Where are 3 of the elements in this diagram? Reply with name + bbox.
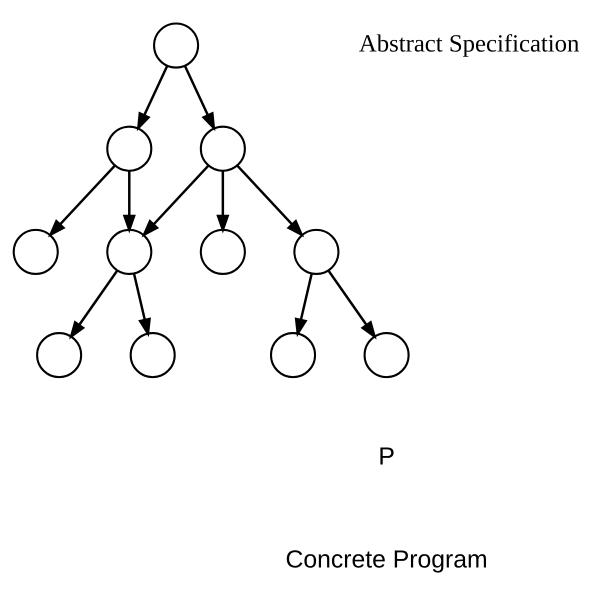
label: Concrete Program <box>285 546 488 574</box>
label: Abstract Specification <box>358 30 580 58</box>
label: P <box>378 442 395 470</box>
